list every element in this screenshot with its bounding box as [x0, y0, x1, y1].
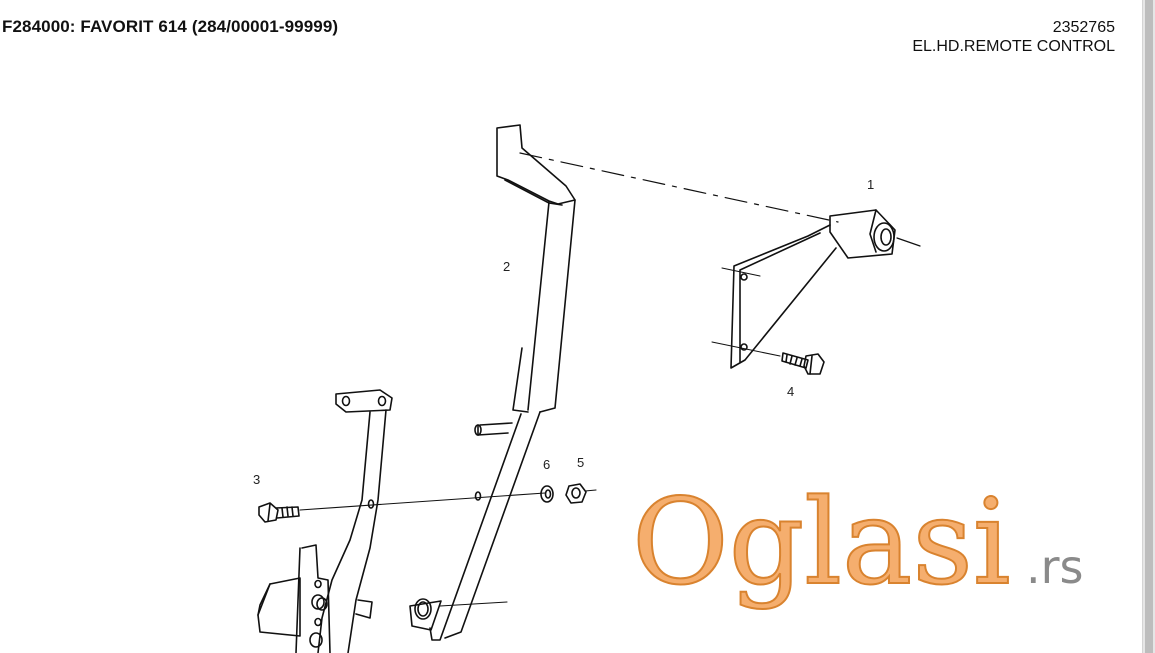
- nut-part-5: [565, 483, 587, 504]
- vertical-scrollbar[interactable]: [1142, 0, 1155, 653]
- watermark-main: Oglasi: [632, 473, 1011, 611]
- callout-1: 1: [867, 177, 874, 192]
- alignment-line-lower: [439, 601, 508, 607]
- scrollbar-thumb[interactable]: [1145, 0, 1153, 653]
- bolt-part-3: [258, 502, 300, 523]
- bracket-part-1: [730, 209, 896, 369]
- part-number: 2352765: [1052, 19, 1115, 36]
- alignment-line-bracket-top: [721, 267, 761, 277]
- callout-2: 2: [503, 259, 510, 274]
- bolt-part-4: [781, 352, 825, 375]
- callout-3: 3: [253, 472, 260, 487]
- pedal-bracket: [257, 389, 393, 653]
- alignment-line-1: [519, 152, 839, 223]
- callout-4: 4: [787, 384, 794, 399]
- alignment-line-bolt: [299, 492, 546, 511]
- washer-part-6: [540, 485, 554, 503]
- lever-part-2: [409, 124, 576, 641]
- alignment-line-nut: [584, 489, 597, 492]
- document-title: F284000: FAVORIT 614 (284/00001-99999): [2, 17, 339, 36]
- callout-6: 6: [543, 457, 550, 472]
- watermark-tld: .rs: [1026, 540, 1084, 594]
- alignment-line-sleeve: [896, 237, 921, 247]
- document-info: 2352765 EL.HD.REMOTE CONTROL: [912, 18, 1115, 56]
- callout-5: 5: [577, 455, 584, 470]
- watermark-logo: Oglasi .rs: [631, 472, 1084, 612]
- part-description: EL.HD.REMOTE CONTROL: [912, 38, 1115, 55]
